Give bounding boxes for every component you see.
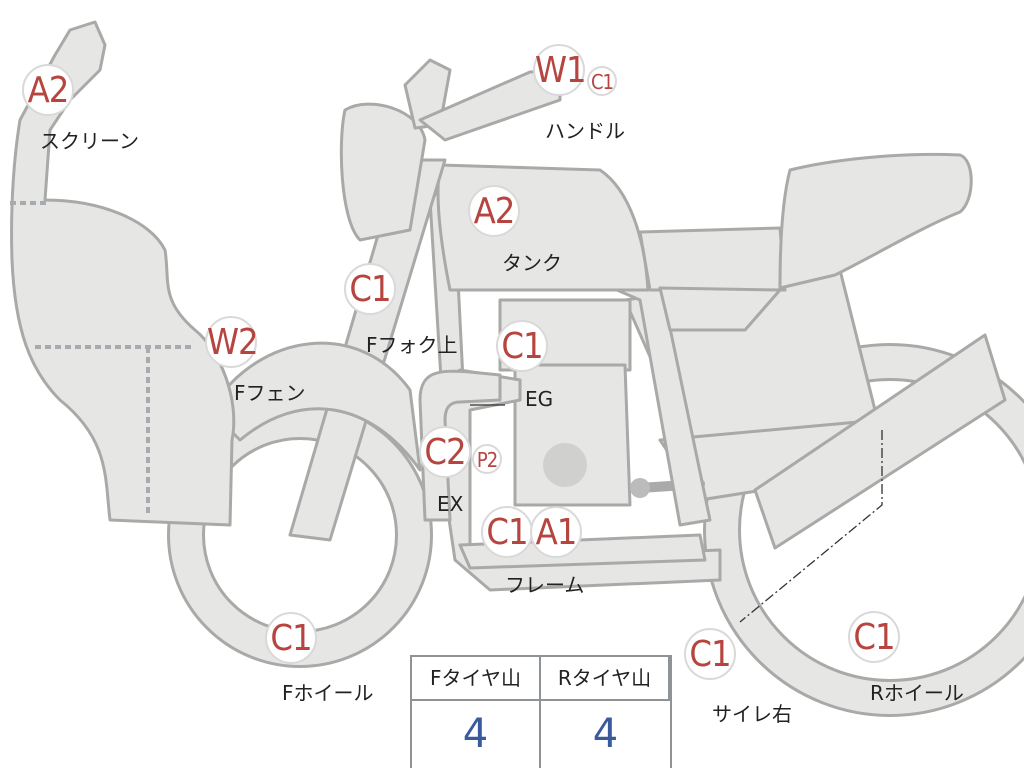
front-tyre-header: Fタイヤ山 bbox=[412, 657, 541, 701]
frame-left-badge: C1 bbox=[481, 506, 533, 558]
fork-badge: C1 bbox=[344, 263, 396, 315]
fairing-shape bbox=[10, 20, 236, 527]
rear-wheel-badge: C1 bbox=[848, 611, 900, 663]
screen-badge: A2 bbox=[22, 64, 74, 116]
front-wheel-badge: C1 bbox=[265, 612, 317, 664]
fender-label: Fフェン bbox=[234, 381, 306, 405]
muffler-label: サイレ右 bbox=[712, 702, 792, 726]
frame-right-badge: A1 bbox=[530, 506, 582, 558]
exhaust-sub-badge: P2 bbox=[472, 444, 502, 474]
front-wheel-label: Fホイール bbox=[282, 681, 374, 705]
fork-label: Fフォク上 bbox=[366, 333, 458, 357]
handle-label: ハンドル bbox=[545, 119, 625, 143]
frame-label: フレーム bbox=[505, 573, 585, 597]
exhaust-pipe-shape bbox=[418, 369, 502, 522]
handle-sub-badge: C1 bbox=[587, 66, 617, 96]
tank-label: タンク bbox=[502, 251, 562, 275]
exhaust-label: EX bbox=[437, 492, 464, 516]
engine-badge: C1 bbox=[496, 320, 548, 372]
fender-badge: W2 bbox=[205, 316, 259, 368]
rear-wheel-label: Rホイール bbox=[870, 681, 964, 705]
front-fender-shape bbox=[208, 341, 422, 472]
muffler-badge: C1 bbox=[684, 628, 736, 680]
tyre-tread-table: Fタイヤ山 Rタイヤ山 4 4 bbox=[410, 655, 672, 768]
seat-shape bbox=[638, 226, 787, 292]
rear-tyre-value: 4 bbox=[592, 711, 619, 757]
rear-wheel-shape bbox=[703, 343, 1024, 717]
tank-badge: A2 bbox=[468, 185, 520, 237]
screen-label: スクリーン bbox=[40, 129, 139, 153]
rear-tyre-header: Rタイヤ山 bbox=[541, 657, 670, 701]
muffler-shape bbox=[753, 333, 1007, 550]
handle-badge: W1 bbox=[533, 44, 587, 96]
front-tyre-value: 4 bbox=[412, 701, 541, 768]
engine-label: EG bbox=[525, 387, 554, 411]
exhaust-badge: C2 bbox=[419, 426, 471, 478]
